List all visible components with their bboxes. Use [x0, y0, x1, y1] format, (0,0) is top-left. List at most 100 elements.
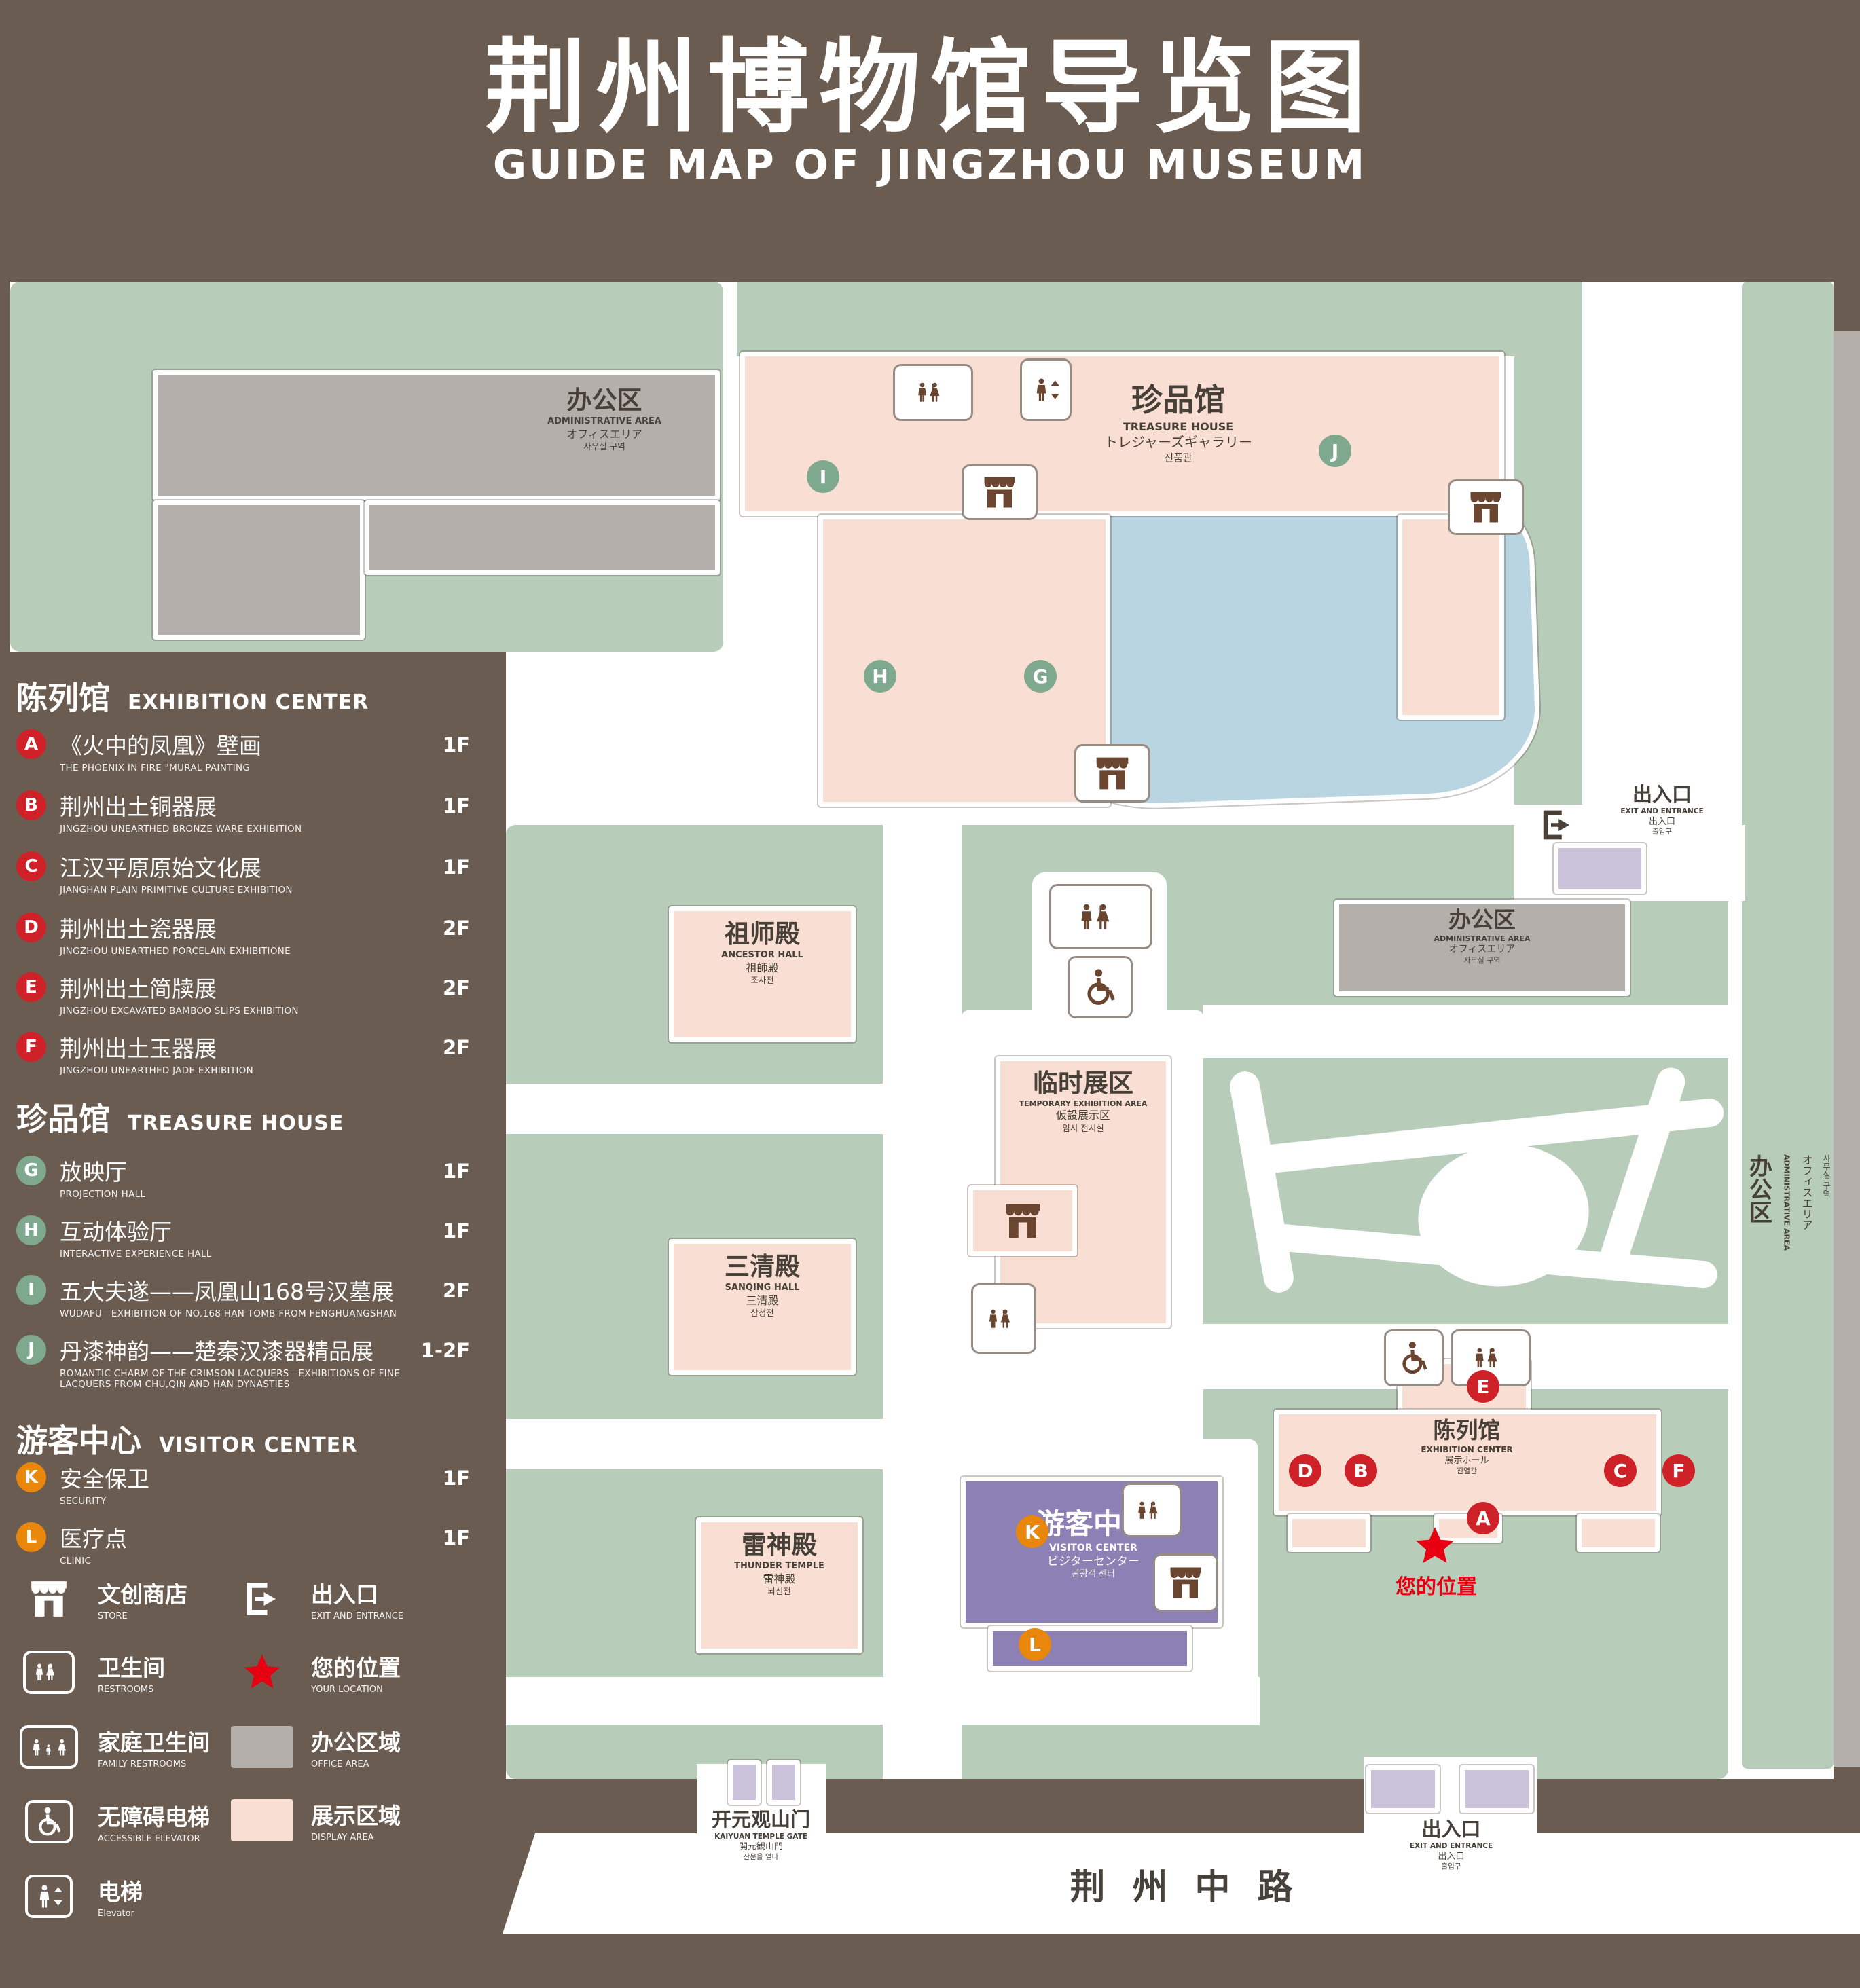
restrooms-icon	[1468, 1348, 1513, 1368]
east-exit-label: 出入口 EXIT AND ENTRANCE 出入口 출입구	[1582, 782, 1742, 837]
south-exit-label: 出入口 EXIT AND ENTRANCE 出入口 출입구	[1380, 1817, 1522, 1872]
label-ja: 雷神殿	[763, 1572, 796, 1585]
store-icon	[984, 477, 1015, 508]
legend-section-exhibition-center: 陈列馆 EXHIBITION CENTER	[16, 674, 369, 718]
legend-item-C: C 江汉平原原始文化展 JIANGHAN PLAIN PRIMITIVE CUL…	[16, 850, 475, 896]
legend-item-F: F 荆州出土玉器展 JINGZHOU UNEARTHED JADE EXHIBI…	[16, 1031, 475, 1076]
store-box-temporary	[968, 1185, 1077, 1256]
path-south	[506, 1677, 1260, 1725]
label-ko: 사무실 구역	[1463, 956, 1501, 965]
section-title-en: VISITOR CENTER	[159, 1433, 358, 1457]
label-ko: 조사전	[750, 975, 774, 986]
label-en: THUNDER TEMPLE	[734, 1561, 824, 1572]
label-ja: 出入口	[1438, 1851, 1465, 1862]
item-name-zh: 《火中的凤凰》壁画	[60, 733, 261, 759]
legend-symbol-restrooms: 卫生间 RESTROOMS	[16, 1650, 165, 1695]
legend-item-D: D 荆州出土瓷器展 JINGZHOU UNEARTHED PORCELAIN E…	[16, 911, 475, 957]
exit-icon-map	[1543, 810, 1569, 840]
map-marker-E: E	[1467, 1370, 1499, 1403]
temporary-exhibition-label: 临时展区 TEMPORARY EXHIBITION AREA 仮設展示区 임시 …	[996, 1067, 1171, 1134]
store-icon	[1170, 1567, 1201, 1598]
your-location-text: 您的位置	[1396, 1575, 1477, 1599]
ancestor-hall-label: 祖师殿 ANCESTOR HALL 祖師殿 조사전	[669, 918, 856, 986]
item-floor: 1F	[443, 794, 470, 817]
label-ja: 開元観山門	[738, 1841, 783, 1852]
item-floor: 1F	[443, 1219, 470, 1242]
label-ja: 仮設展示区	[1055, 1109, 1110, 1122]
label-ko: 뇌신전	[767, 1586, 791, 1597]
item-name-zh: 荆州出土瓷器展	[60, 916, 217, 942]
exhibition-center-sw-tab	[1288, 1514, 1370, 1552]
symbol-zh: 卫生间	[98, 1655, 165, 1681]
label-ja: オフィスエリア	[1800, 1154, 1813, 1230]
wheelchair-icon	[1396, 1340, 1432, 1376]
south-entrance-pad-left	[1366, 1765, 1440, 1813]
label-ja: ビジターセンター	[1047, 1554, 1139, 1568]
gate-pylon-left	[728, 1760, 761, 1805]
label-en: TREASURE HOUSE	[1123, 420, 1234, 433]
path-between-halls-1	[506, 1084, 883, 1134]
legend-item-L: L 医疗点 CLINIC 1F	[16, 1521, 475, 1566]
item-name-en: PROJECTION HALL	[60, 1189, 146, 1200]
section-title-en: EXHIBITION CENTER	[128, 691, 369, 714]
accessible-box-central	[1068, 956, 1133, 1018]
store-box-treasure-3	[1448, 479, 1524, 535]
store-box-treasure-2	[1074, 744, 1150, 803]
item-floor: 1F	[443, 1526, 470, 1549]
label-zh: 珍品馆	[1131, 382, 1225, 418]
label-zh: 出入口	[1632, 783, 1692, 806]
item-name-en: JINGZHOU UNEARTHED PORCELAIN EXHIBITIONE	[60, 946, 291, 957]
label-ko: 관광객 센터	[1072, 1569, 1115, 1580]
item-name-zh: 安全保卫	[60, 1466, 149, 1492]
section-title-zh: 游客中心	[16, 1422, 141, 1459]
your-location-star-icon	[1416, 1527, 1454, 1564]
label-en: ADMINISTRATIVE AREA	[1782, 1154, 1791, 1251]
label-zh: 开元观山门	[711, 1808, 810, 1831]
gate-pylon-right	[767, 1760, 800, 1805]
item-name-en: JIANGHAN PLAIN PRIMITIVE CULTURE EXHIBIT…	[60, 885, 293, 896]
store-icon	[31, 1581, 67, 1617]
exhibition-center-label: 陈列馆 EXHIBITION CENTER 展示ホール 진열관	[1277, 1416, 1657, 1476]
legend-symbol-office-area: 办公区域 OFFICE AREA	[230, 1725, 401, 1769]
display-area-swatch	[231, 1799, 293, 1841]
symbol-en: RESTROOMS	[98, 1685, 154, 1695]
label-ko: 삼청전	[750, 1308, 774, 1319]
label-zh: 陈列馆	[1433, 1417, 1501, 1443]
legend-item-I: I 五大夫遂——凤凰山168号汉墓展 WUDAFU—EXHIBITION OF …	[16, 1274, 475, 1319]
path-between-halls-2	[506, 1419, 883, 1469]
store-icon	[1470, 492, 1501, 523]
legend-symbol-elevator: 电梯 Elevator	[16, 1874, 143, 1919]
elevator-icon	[25, 1875, 73, 1918]
item-name-en: CLINIC	[60, 1556, 92, 1566]
item-floor: 1F	[443, 1467, 470, 1490]
item-name-zh: 放映厅	[60, 1159, 127, 1185]
label-zh: 办公区	[1448, 906, 1516, 933]
map-marker-K: K	[1016, 1515, 1048, 1548]
legend-badge: I	[16, 1275, 46, 1305]
wheelchair-icon	[25, 1800, 73, 1843]
road-label: 荆州中路	[1070, 1866, 1320, 1908]
restrooms-icon	[911, 382, 955, 403]
symbol-zh: 办公区域	[311, 1729, 401, 1756]
legend-section-treasure-house: 珍品馆 TREASURE HOUSE	[16, 1094, 344, 1139]
legend-badge: E	[16, 972, 46, 1002]
item-name-zh: 医疗点	[60, 1526, 127, 1552]
label-ko: 출입구	[1652, 828, 1672, 836]
item-name-en: SECURITY	[60, 1496, 107, 1507]
restrooms-box-treasure	[893, 364, 973, 421]
item-floor: 2F	[443, 917, 470, 940]
admin-nw-wing-mid	[365, 500, 720, 575]
map-marker-A: A	[1467, 1502, 1499, 1534]
label-en: ANCESTOR HALL	[721, 950, 803, 961]
section-title-en: TREASURE HOUSE	[128, 1111, 344, 1135]
admin-east-label: 办公区 ADMINISTRATIVE AREA オフィスエリア 사무실 구역	[1745, 1154, 1831, 1534]
label-zh: 办公区	[566, 386, 642, 415]
thunder-temple-label: 雷神殿 THUNDER TEMPLE 雷神殿 뇌신전	[696, 1529, 862, 1597]
item-name-en: THE PHOENIX IN FIRE "MURAL PAINTING	[60, 762, 251, 773]
store-box-visitor	[1153, 1553, 1218, 1612]
label-ja: 展示ホール	[1444, 1455, 1489, 1466]
lawn-east-strip	[1742, 282, 1834, 1769]
store-icon	[1006, 1204, 1040, 1238]
label-ko: 진열관	[1456, 1467, 1478, 1476]
